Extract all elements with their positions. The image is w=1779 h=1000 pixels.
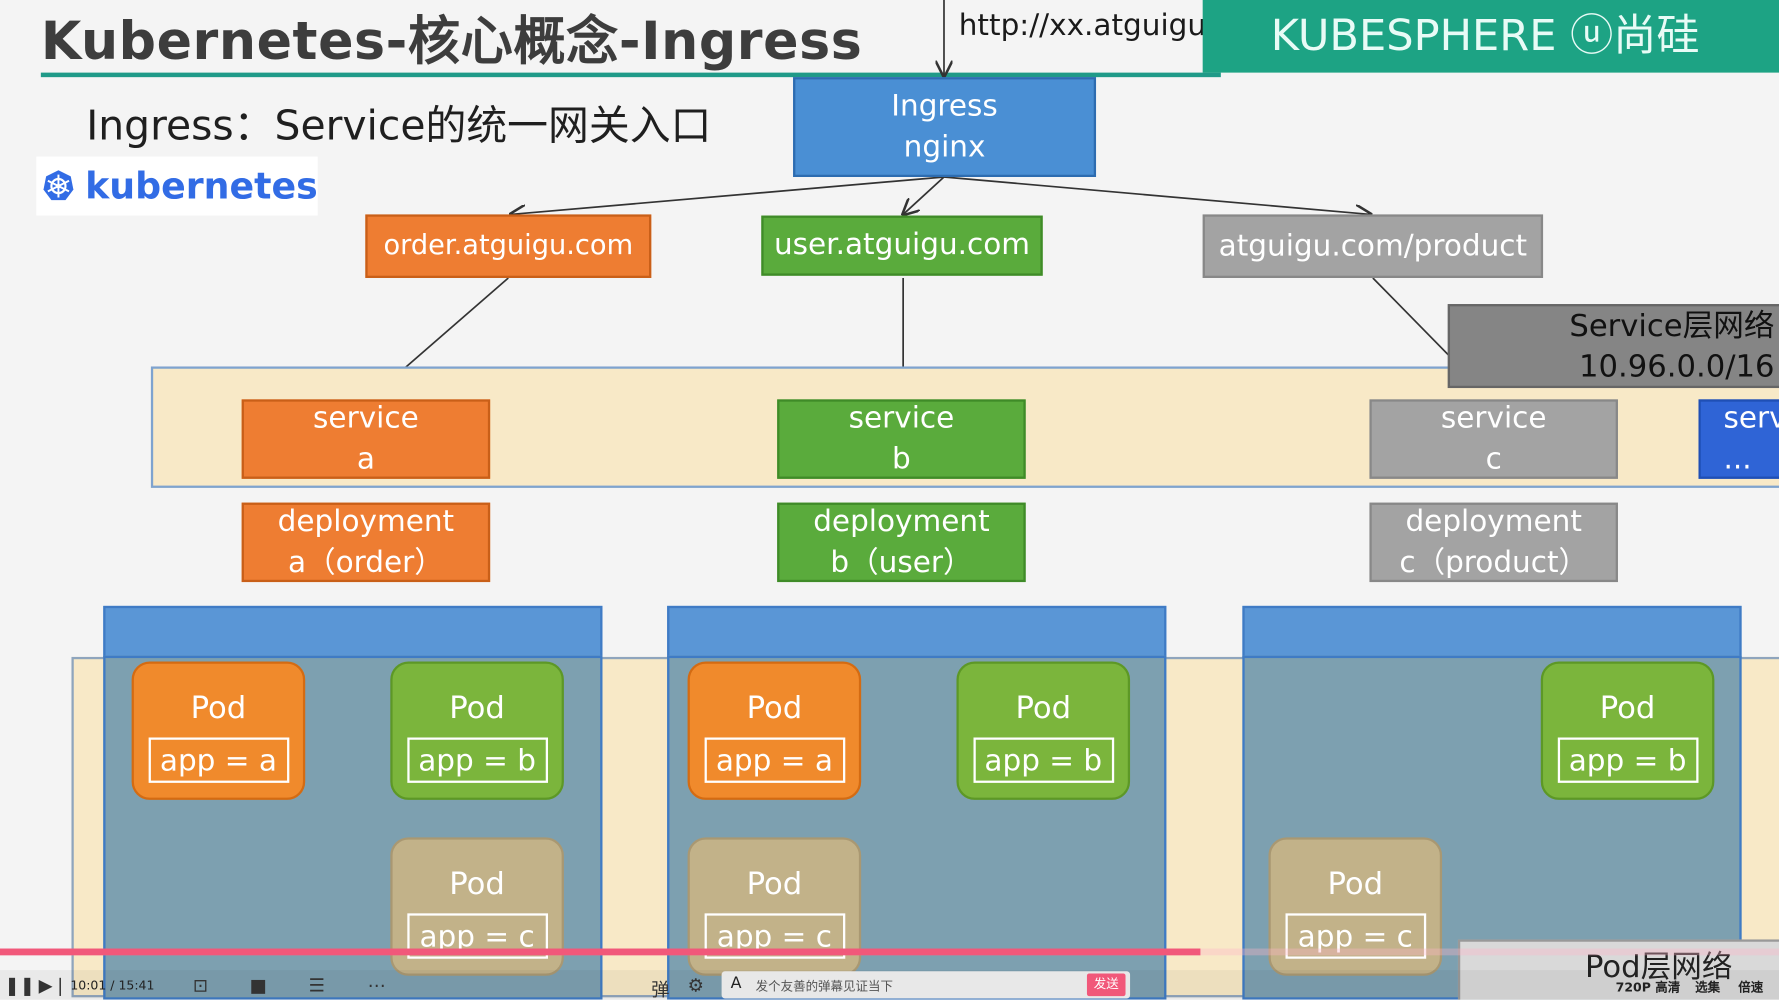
player-controls: ❚❚ ▶❘ 10:01 / 15:41 ⊡ ■ ☰ ⋯ 弹 ⚙ A 发个友善的弹…: [0, 970, 1779, 1000]
kubernetes-wheel-icon: [43, 170, 74, 201]
pod-label: app = b: [406, 737, 548, 783]
time-display: 10:01 / 15:41: [70, 978, 155, 993]
service-network-box: Service层网络 10.96.0.0/16: [1447, 304, 1779, 389]
send-button[interactable]: 发送: [1086, 973, 1126, 997]
pod-name: Pod: [1015, 690, 1072, 727]
service-c-line1: service: [1440, 401, 1547, 436]
pod-name: Pod: [746, 690, 803, 727]
node-3-header: [1242, 605, 1742, 659]
slide-subtitle: Ingress：Service的统一网关入口: [86, 103, 712, 150]
nginx-label: nginx: [903, 130, 986, 165]
route-product-label: atguigu.com/product: [1218, 228, 1528, 263]
service-network-cidr: 10.96.0.0/16: [1579, 349, 1775, 386]
kubesphere-logo-text: KUBESPHERE ⓤ尚硅: [1270, 10, 1700, 61]
ingress-label: Ingress: [891, 89, 998, 124]
service-b-line2: b: [892, 442, 911, 477]
pod-node1-app-b: Pod app = b: [390, 661, 564, 800]
pod-name: Pod: [1327, 866, 1384, 903]
pod-node3-app-b: Pod app = b: [1540, 661, 1715, 800]
service-more-line1: serv: [1723, 401, 1779, 436]
deployment-a: deployment a（order）: [241, 502, 491, 583]
danmaku-input[interactable]: A 发个友善的弹幕见证当下 发送: [721, 971, 1131, 999]
ingress-nginx-box: Ingress nginx: [793, 77, 1097, 177]
text-style-icon[interactable]: A: [730, 974, 742, 993]
node-2-header: [667, 605, 1167, 659]
service-more-line2: ...: [1723, 442, 1752, 477]
progress-fill: [0, 948, 1201, 956]
screenshot-icon[interactable]: ⊡: [192, 974, 209, 997]
pod-label: app = a: [148, 737, 289, 783]
pod-name: Pod: [1599, 690, 1656, 727]
title-underline: [40, 72, 1221, 78]
kubesphere-banner: KUBESPHERE ⓤ尚硅: [1202, 0, 1779, 73]
deployment-b-line2: b（user）: [830, 545, 973, 580]
pod-node2-app-b: Pod app = b: [956, 661, 1131, 800]
danmaku-placeholder: 发个友善的弹幕见证当下: [755, 979, 893, 994]
service-network-label: Service层网络: [1569, 308, 1775, 344]
slide-title: Kubernetes-核心概念-Ingress: [40, 10, 863, 72]
service-a: service a: [241, 399, 491, 479]
next-icon[interactable]: ▶❘: [38, 974, 68, 997]
episodes-button[interactable]: 选集: [1695, 980, 1721, 996]
pod-node2-app-a: Pod app = a: [687, 661, 862, 800]
pod-label: app = a: [704, 737, 845, 783]
deployment-a-line2: a（order）: [288, 545, 444, 580]
route-order: order.atguigu.com: [365, 214, 652, 278]
pod-node1-app-a: Pod app = a: [131, 661, 306, 800]
deployment-b-line1: deployment: [813, 504, 990, 539]
deployment-c: deployment c（product）: [1369, 502, 1618, 583]
pod-name: Pod: [449, 866, 505, 903]
deployment-c-line2: c（product）: [1399, 545, 1589, 580]
service-c-line2: c: [1485, 442, 1502, 477]
node-1-header: [103, 605, 603, 659]
pod-network-label: Pod层网络: [1585, 949, 1733, 985]
pod-name: Pod: [746, 866, 803, 903]
kubernetes-logo: kubernetes: [36, 156, 318, 216]
speed-button[interactable]: 倍速: [1738, 980, 1764, 996]
deployment-a-line1: deployment: [277, 504, 455, 539]
service-more: serv...: [1698, 399, 1779, 479]
pod-label: app = b: [972, 737, 1114, 783]
route-order-label: order.atguigu.com: [383, 229, 634, 262]
notes-icon[interactable]: ☰: [308, 974, 325, 997]
ingress-to-order-arrow: [511, 176, 945, 214]
pod-label: app = b: [1557, 737, 1698, 783]
route-user: user.atguigu.com: [761, 215, 1043, 276]
danmaku-toggle-icon[interactable]: 弹: [651, 979, 670, 1000]
pod-label: app = c: [704, 913, 845, 959]
pod-node3-app-c: Pod app = c: [1268, 837, 1443, 976]
service-b: service b: [777, 399, 1026, 479]
route-product: atguigu.com/product: [1202, 214, 1544, 278]
quality-selector[interactable]: 720P 高清: [1615, 980, 1681, 996]
camera-icon[interactable]: ■: [249, 974, 267, 997]
pod-label: app = c: [1284, 913, 1426, 959]
service-b-line1: service: [848, 401, 955, 436]
more-icon[interactable]: ⋯: [367, 974, 386, 997]
pod-network-box: Pod层网络: [1457, 939, 1779, 1000]
pause-icon[interactable]: ❚❚: [4, 974, 35, 997]
route-user-label: user.atguigu.com: [773, 228, 1031, 263]
service-a-line2: a: [356, 442, 375, 477]
ingress-to-user-arrow: [903, 176, 945, 214]
deployment-b: deployment b（user）: [777, 502, 1026, 583]
ingress-to-product-arrow: [943, 176, 1371, 214]
pod-name: Pod: [449, 690, 505, 727]
deployment-c-line1: deployment: [1405, 504, 1582, 539]
service-a-line1: service: [313, 401, 419, 436]
danmaku-settings-icon[interactable]: ⚙: [687, 974, 704, 997]
pod-name: Pod: [190, 690, 247, 727]
service-c: service c: [1369, 399, 1618, 479]
kubernetes-wordmark: kubernetes: [85, 164, 318, 208]
pod-label: app = c: [406, 913, 548, 959]
